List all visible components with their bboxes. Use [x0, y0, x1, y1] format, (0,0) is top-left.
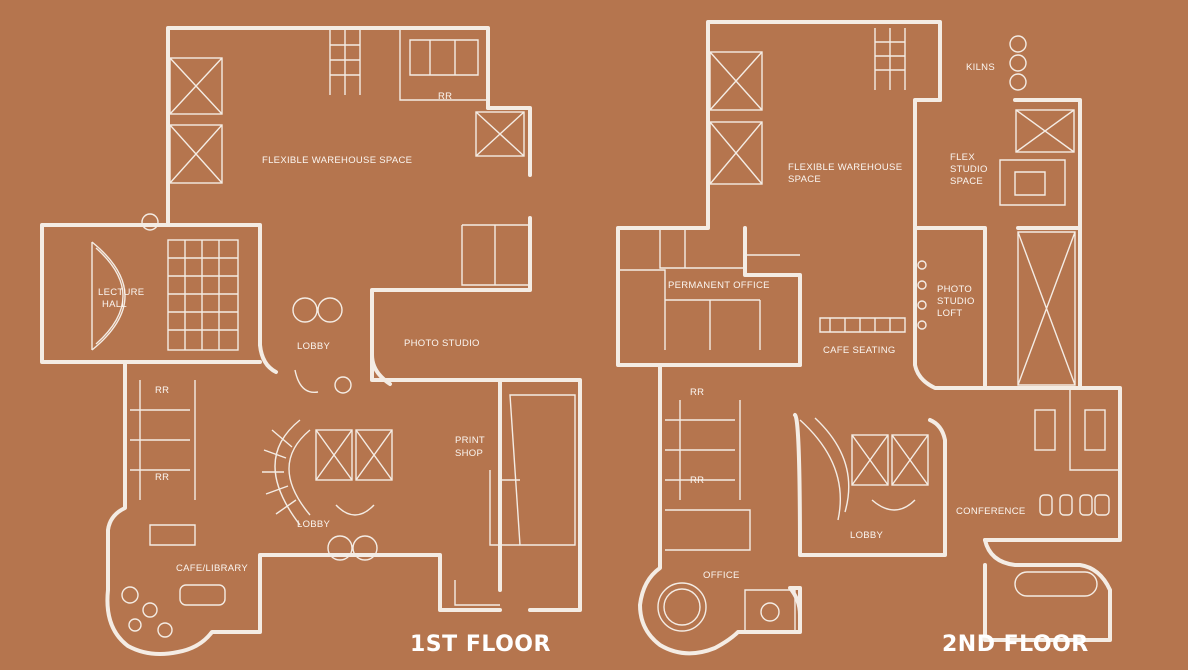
label-office-2: OFFICE	[703, 570, 740, 581]
label-flex-2b: STUDIO	[950, 164, 988, 175]
label-cafe-seating-2: CAFE SEATING	[823, 345, 896, 356]
floor-title-1: 1ST FLOOR	[410, 632, 551, 657]
label-photo-loft-2b: STUDIO	[937, 296, 975, 307]
label-lecture-1a: LECTURE	[98, 287, 144, 298]
label-rr-a-1: RR	[155, 385, 169, 396]
label-lecture-1b: HALL	[102, 299, 127, 310]
second-floor-plan	[616, 20, 1122, 656]
label-photo-studio-1: PHOTO STUDIO	[404, 338, 480, 349]
label-print-1a: PRINT	[455, 435, 485, 446]
label-warehouse-2a: FLEXIBLE WAREHOUSE	[788, 162, 902, 173]
first-floor-plan	[40, 26, 582, 656]
floor-title-2: 2ND FLOOR	[942, 632, 1089, 657]
label-photo-loft-2c: LOFT	[937, 308, 962, 319]
label-kilns-2: KILNS	[966, 62, 995, 73]
label-rr-a-2: RR	[690, 387, 704, 398]
label-flex-2a: FLEX	[950, 152, 975, 163]
label-warehouse-2b: SPACE	[788, 174, 821, 185]
label-lobby-2: LOBBY	[850, 530, 884, 541]
label-lobby-lower-1: LOBBY	[297, 519, 331, 530]
label-print-1b: SHOP	[455, 448, 483, 459]
room-labels: FLEXIBLE WAREHOUSE SPACE RR LECTURE HALL…	[98, 62, 1026, 581]
label-warehouse-1: FLEXIBLE WAREHOUSE SPACE	[262, 155, 412, 166]
label-rr-top-1: RR	[438, 91, 452, 102]
label-photo-loft-2a: PHOTO	[937, 284, 972, 295]
label-permanent-office-2: PERMANENT OFFICE	[668, 280, 770, 291]
label-lobby-upper-1: LOBBY	[297, 341, 331, 352]
label-conference-2: CONFERENCE	[956, 506, 1026, 517]
label-rr-b-2: RR	[690, 475, 704, 486]
label-flex-2c: SPACE	[950, 176, 983, 187]
label-rr-b-1: RR	[155, 472, 169, 483]
label-cafe-library-1: CAFE/LIBRARY	[176, 563, 248, 574]
